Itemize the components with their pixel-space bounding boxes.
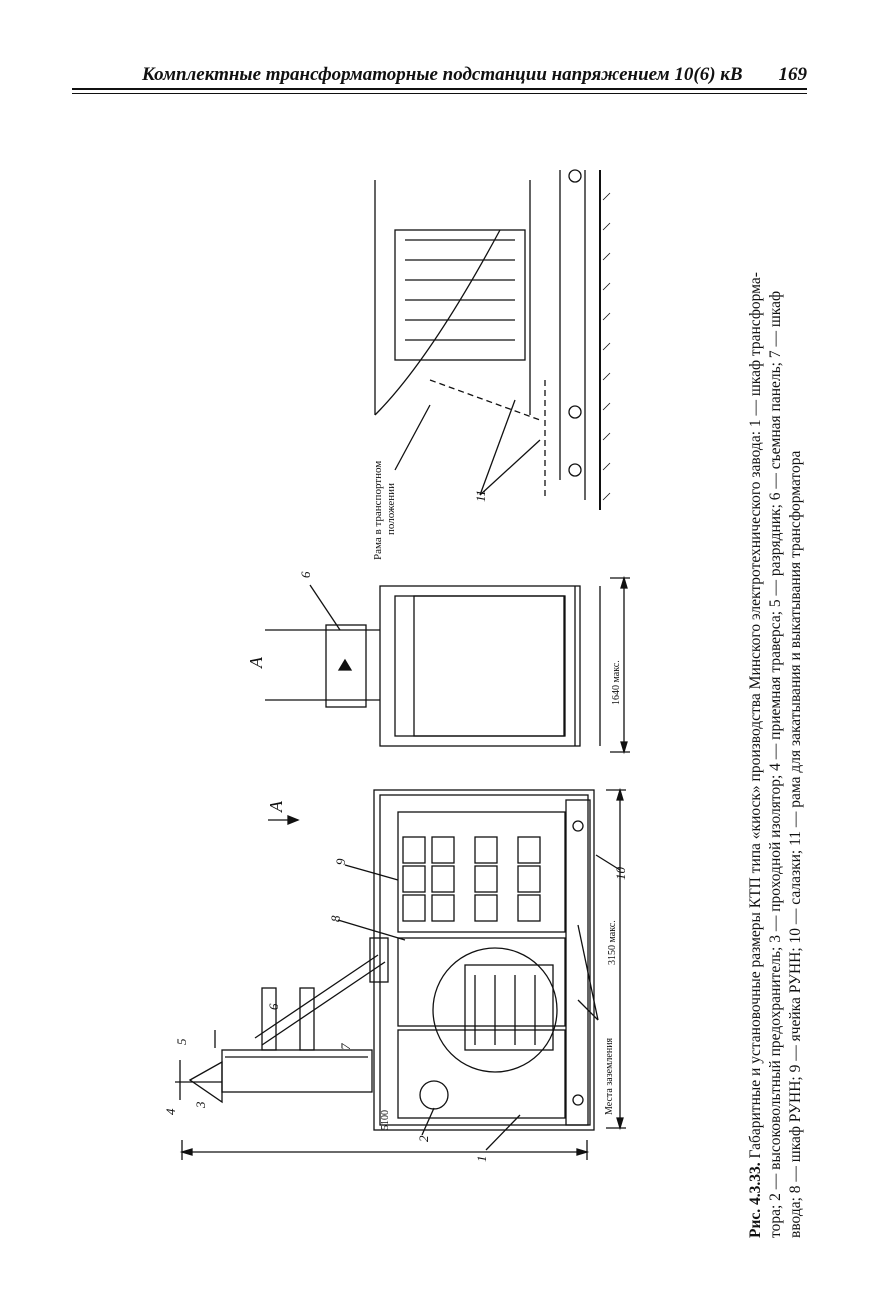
view-a	[265, 575, 630, 755]
dim-total-label: 5100	[380, 1110, 391, 1130]
frame-label-line1: Рама в транспортном	[372, 461, 384, 560]
callout-6: 6	[266, 1003, 281, 1010]
caption-text-1: Габаритные и установочные размеры КТП ти…	[747, 272, 764, 1158]
caption-line3: ввода; 8 — шкаф РУНН; 9 — ячейка РУНН; 1…	[787, 450, 804, 1238]
callout-7: 7	[338, 1043, 353, 1050]
callout-9: 9	[333, 858, 348, 865]
callout-2: 2	[416, 1135, 431, 1142]
callout-3: 3	[193, 1101, 208, 1109]
frame-label-line2: положении	[385, 483, 397, 535]
caption-line1: Рис. 4.3.33. Габаритные и установочные р…	[747, 272, 764, 1238]
callout-5: 5	[174, 1038, 189, 1045]
callout-8: 8	[328, 915, 343, 922]
grounding-label: Места заземления	[604, 1037, 615, 1115]
callout-10: 10	[613, 867, 628, 881]
header-rule	[72, 88, 807, 90]
callout-4: 4	[163, 1108, 178, 1115]
callout-11: 11	[473, 490, 488, 502]
running-header: Комплектные трансформаторные подстанции …	[72, 58, 807, 92]
header-rule-thin	[72, 93, 807, 94]
dim-length-label: 3150 макс.	[607, 920, 618, 965]
figure-caption: Рис. 4.3.33. Габаритные и установочные р…	[747, 272, 804, 1238]
view-a-label: A	[246, 656, 266, 669]
caption-line2: тора; 2 — высоковольтный предохранитель;…	[767, 291, 784, 1238]
running-title: Комплектные трансформаторные подстанции …	[142, 64, 743, 85]
page-number: 169	[778, 64, 808, 85]
side-section	[374, 169, 611, 510]
callout-1: 1	[474, 1156, 489, 1163]
main-view	[175, 787, 626, 1160]
caption-label: Рис. 4.3.33.	[747, 1162, 764, 1238]
view-arrow-label: A	[266, 800, 286, 813]
callout-6b: 6	[298, 571, 313, 578]
dim-width-label: 1640 макс.	[611, 660, 622, 705]
